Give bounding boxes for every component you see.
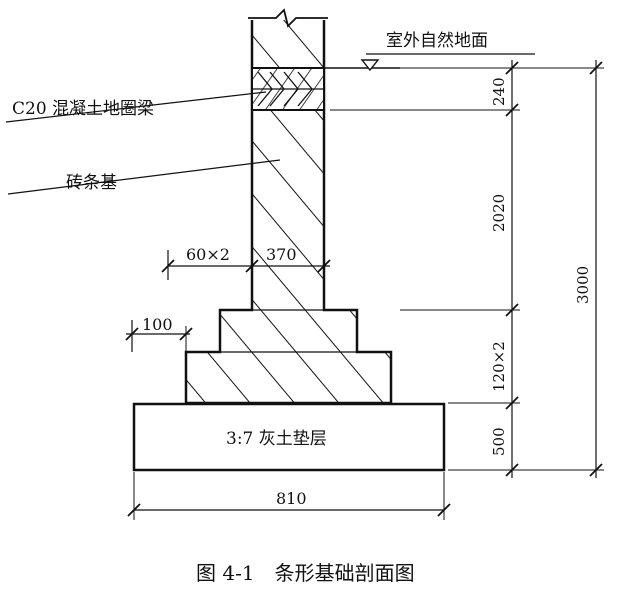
lime-soil-cushion (132, 402, 446, 472)
ring-beam (251, 67, 325, 111)
offset-dimension-label: 60×2 (186, 245, 230, 264)
bottom-width-label: 810 (276, 489, 307, 508)
width-dimension (161, 250, 331, 310)
wall-height-label: 2020 (490, 194, 508, 232)
figure-caption: 图 4-1 条形基础剖面图 (196, 561, 415, 585)
cushion-label: 3:7 灰土垫层 (226, 429, 327, 449)
brick-base-label: 砖条基 (66, 173, 117, 193)
ground-label: 室外自然地面 (386, 31, 488, 51)
step-width-label: 100 (142, 315, 173, 334)
leader-lines (5, 91, 281, 195)
beam-height-label: 240 (490, 77, 508, 106)
bottom-dimension (127, 472, 451, 520)
step-dimension (125, 320, 193, 352)
ground-marker (318, 53, 535, 72)
height-dimensions (330, 60, 604, 478)
wall-width-label: 370 (266, 245, 297, 264)
steps-height-label: 120×2 (490, 341, 508, 392)
ring-beam-label: C20 混凝土地圈梁 (12, 99, 154, 119)
total-height-label: 3000 (574, 266, 592, 304)
break-mark (248, 8, 328, 28)
cushion-height-label: 500 (490, 427, 508, 456)
